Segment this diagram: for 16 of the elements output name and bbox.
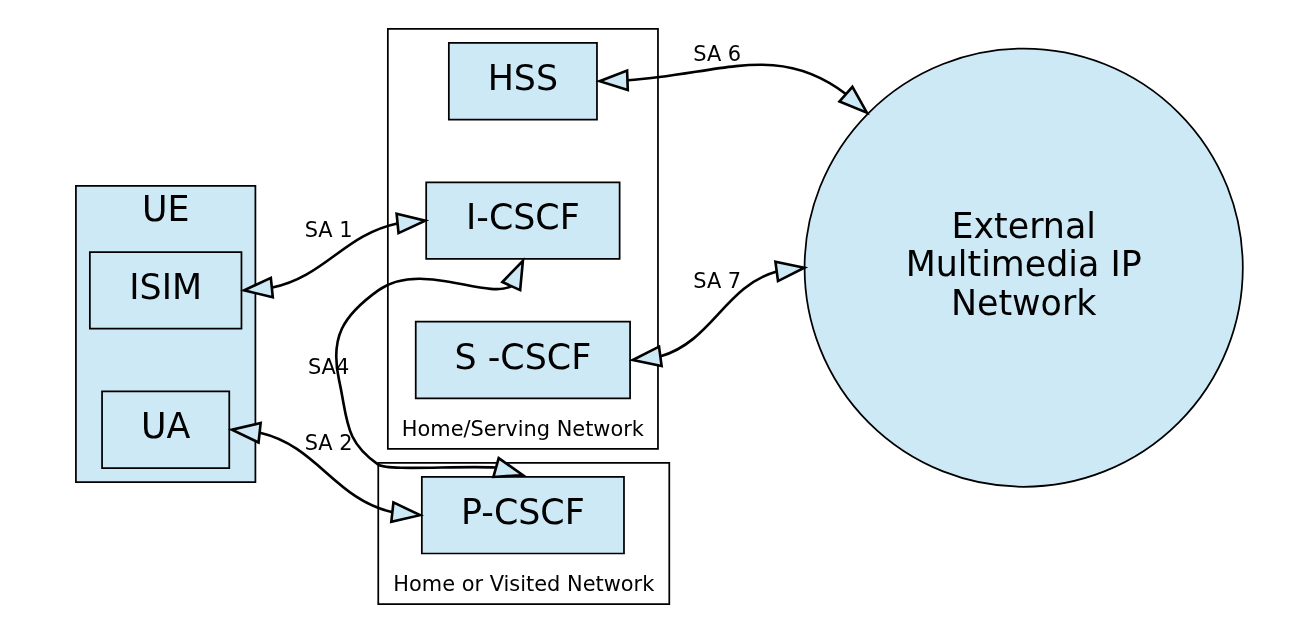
node-box: HSS: [447, 42, 598, 121]
edge-label: SA 1: [304, 218, 353, 243]
node-box: ISIM: [88, 251, 243, 330]
arrow: [334, 257, 527, 479]
edge-label: SA 7: [693, 268, 742, 293]
arrow: [595, 63, 870, 116]
arrow: [628, 260, 809, 368]
node-circle: External Multimedia IP Network: [803, 47, 1244, 488]
edge-label: SA 6: [693, 42, 742, 67]
node-box: UA: [101, 390, 231, 469]
node-box: S -CSCF: [414, 320, 631, 400]
node-box: P-CSCF: [420, 475, 625, 555]
arrow: [240, 212, 430, 299]
arrow: [227, 421, 424, 524]
edge-label: SA 2: [304, 430, 353, 455]
node-box: I-CSCF: [425, 181, 621, 260]
